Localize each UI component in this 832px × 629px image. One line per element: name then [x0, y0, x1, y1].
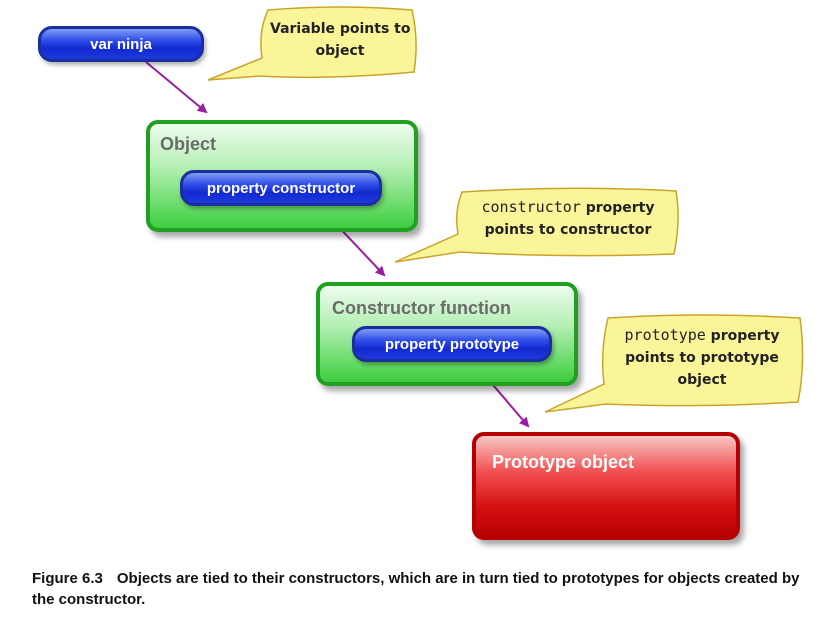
note-prototype-property: property: [705, 328, 780, 344]
object-box-title: Object: [160, 134, 217, 154]
var-ninja-label: var ninja: [90, 35, 152, 53]
property-constructor-label: property constructor: [206, 179, 356, 197]
note-prototype-points: prototype property points to prototype o…: [608, 324, 796, 391]
note-variable-line2: object: [315, 43, 365, 59]
prototype-box-title: Prototype object: [492, 452, 635, 472]
figure-label: Figure 6.3: [32, 570, 103, 587]
callout-constructor-note: [394, 187, 679, 263]
prototype-object-box: Prototype object: [472, 432, 740, 540]
callout-prototype-note: [544, 314, 804, 413]
var-ninja-pill: var ninja: [38, 26, 204, 62]
arrow-var-to-object: [145, 61, 208, 114]
note-prototype-line2: points to prototype: [625, 350, 779, 366]
property-prototype-pill: property prototype: [352, 326, 552, 362]
note-constructor-property: property: [580, 200, 655, 216]
property-constructor-pill: property constructor: [180, 170, 382, 206]
note-prototype-keyword: prototype: [624, 326, 706, 344]
note-constructor-keyword: constructor: [481, 198, 581, 216]
note-variable-points: Variable points to object: [270, 18, 410, 62]
note-prototype-line3: object: [677, 372, 727, 388]
caption-text: Objects are tied to their constructors, …: [32, 570, 800, 608]
property-prototype-label: property prototype: [384, 335, 520, 353]
callout-variable-note: [207, 6, 417, 81]
note-variable-line1: Variable points to: [270, 21, 411, 37]
constructor-box-title: Constructor function: [332, 298, 511, 318]
note-constructor-points: constructor property points to construct…: [464, 196, 672, 241]
note-constructor-line2: points to constructor: [484, 222, 652, 238]
